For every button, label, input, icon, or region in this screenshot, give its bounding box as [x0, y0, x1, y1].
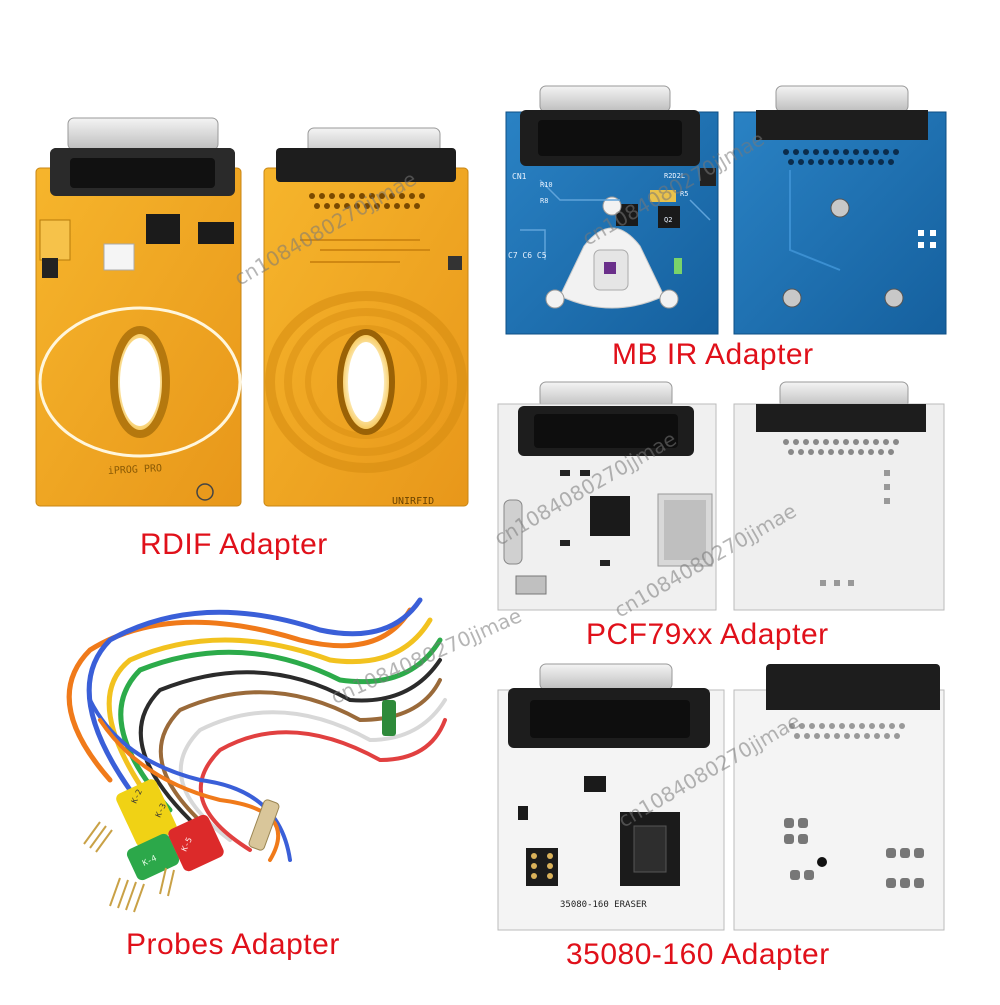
- probes-caption: Probes Adapter: [126, 928, 340, 961]
- eraser-silk: 35080-160 ERASER: [560, 900, 647, 910]
- eraser-caption: 35080-160 Adapter: [566, 938, 830, 971]
- mb-ir-silk-labels: CN1 R10 R8 R5 Q2 R2D2L C7 C6 C5: [508, 172, 688, 260]
- probe-cables: [66, 597, 447, 862]
- mb-ir-front-board: [505, 85, 719, 335]
- r2d2l-silk: R2D2L: [664, 172, 685, 180]
- pcf-caption: PCF79xx Adapter: [586, 618, 829, 651]
- rdif-front-board: [35, 117, 242, 507]
- iprog-pro-silk: iPROG PRO: [108, 463, 163, 477]
- pcf-front-board: [497, 381, 717, 611]
- cn1-silk: CN1: [512, 172, 527, 181]
- unirfid-silk: UNIRFID: [392, 496, 434, 507]
- mb-ir-back-board: [733, 85, 947, 335]
- pcf-back-board: [733, 381, 945, 611]
- mb-ir-caption: MB IR Adapter: [612, 338, 814, 371]
- probe-tips: K-2 K-3 K-4 K-5: [83, 700, 396, 913]
- rdif-back-board: [263, 127, 469, 507]
- r5-silk: R5: [680, 190, 688, 198]
- q2-silk: Q2: [664, 216, 672, 224]
- eraser-back-board: [733, 664, 945, 931]
- r10-silk: R10: [540, 181, 553, 189]
- r8-silk: R8: [540, 197, 548, 205]
- caps-silk: C7 C6 C5: [508, 251, 547, 260]
- rdif-caption: RDIF Adapter: [140, 528, 328, 561]
- eraser-front-board: [497, 663, 725, 931]
